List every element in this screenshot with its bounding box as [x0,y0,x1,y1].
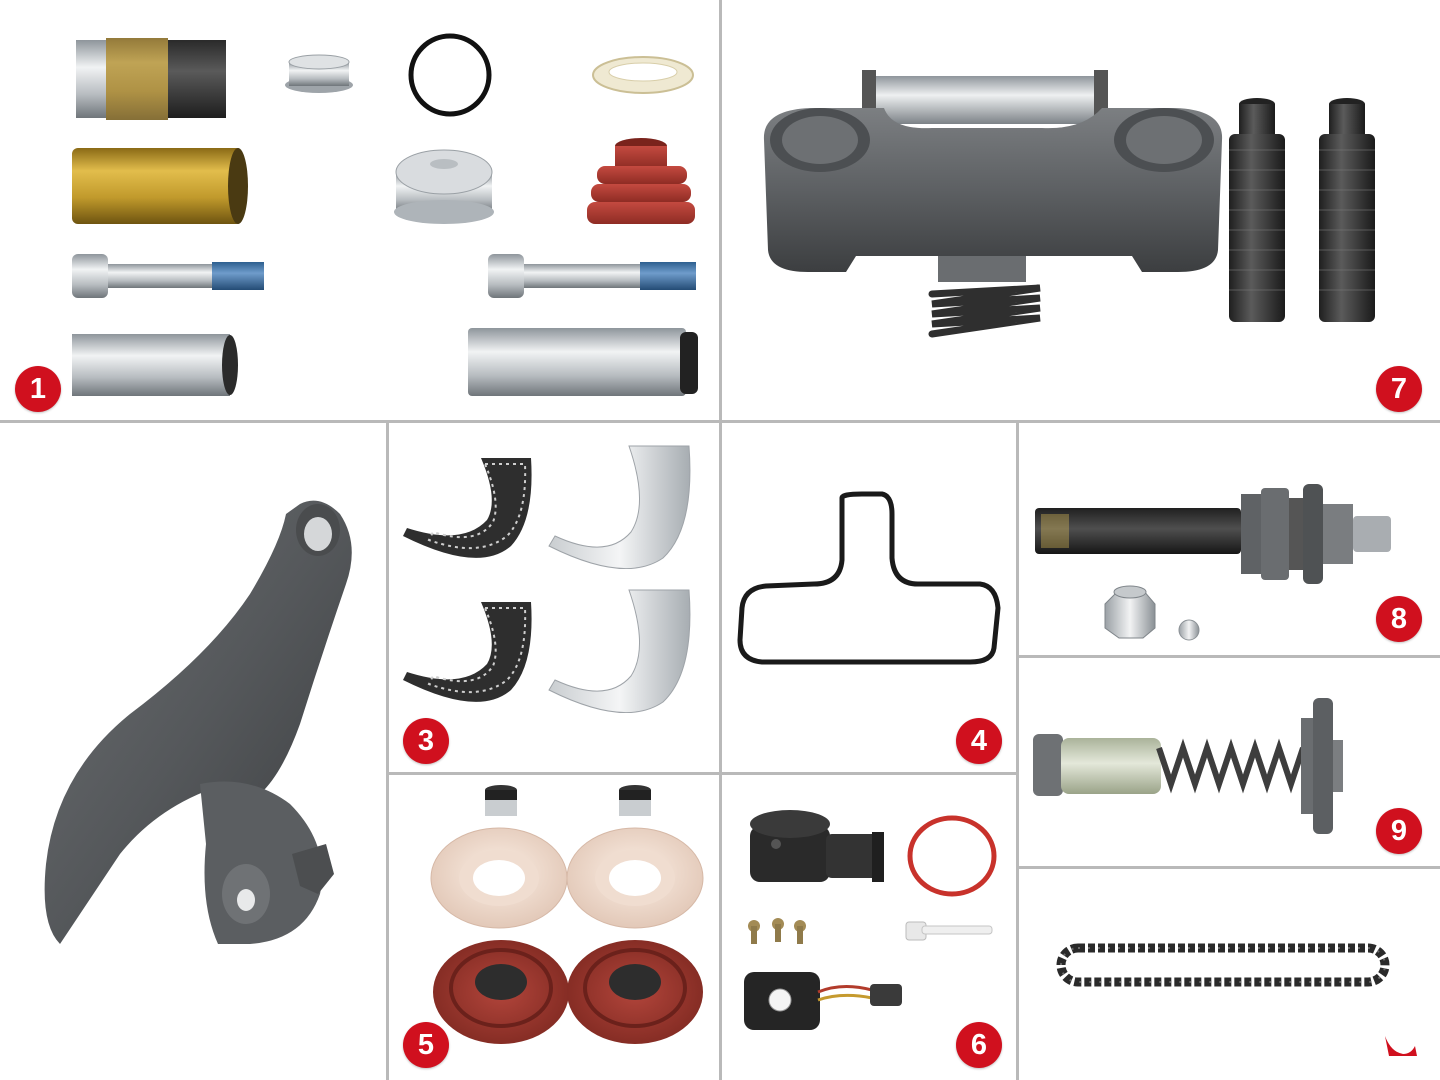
panel-badge: 4 [956,718,1002,764]
bearing-shell-icon [548,445,691,714]
guide-bolt-icon [72,254,696,298]
panel-kit-7[interactable]: 7 [722,0,1440,420]
guide-pin-icon [72,328,698,396]
panel-9-art [1033,698,1343,834]
panel-badge: 9 [1376,808,1422,854]
divider [1016,420,1019,1080]
divider [719,0,722,1080]
corner-mark-icon [1385,1036,1417,1056]
o-ring-icon [408,33,492,117]
needle-bearing-icon [403,458,532,702]
steel-ball-icon [1178,619,1200,641]
rubber-boot-icon [587,138,695,224]
panel-5-art [430,785,704,1044]
divider [386,420,389,1080]
panel-kit-8[interactable]: 8 [1019,424,1440,654]
adjuster-shaft-icon [1035,484,1391,584]
seal-ring-icon [907,815,997,897]
thrust-washer-icon [430,827,704,929]
sealing-cap-icon [285,54,353,93]
panel-kit-6[interactable]: 6 [722,776,1016,1080]
panel-6-art [744,810,997,1030]
panel-kit-9[interactable]: 9 [1019,658,1440,866]
panel-kit-3[interactable]: 3 [389,424,719,772]
panel-4-art [737,491,1001,665]
panel-2-art [44,500,352,944]
threaded-tappet-icon [1229,98,1375,322]
wear-sensor-icon [750,810,884,882]
panel-kit-10[interactable] [1019,870,1440,1080]
panel-10-art [1056,943,1417,1056]
panel-7-art [763,70,1375,338]
panel-badge: 7 [1376,366,1422,412]
bushing-icon [76,38,226,120]
ptfe-ring-icon [592,56,694,94]
screw-icon [748,918,806,944]
panel-kit-2[interactable] [0,424,386,1080]
divider [1016,655,1440,658]
sensor-connector-icon [744,972,902,1030]
divider [386,772,1016,775]
panel-kit-1[interactable]: 1 [0,0,718,420]
panel-badge: 8 [1376,596,1422,642]
small-bushing-icon [485,785,651,816]
panel-badge: 5 [403,1022,449,1068]
tappet-boot-icon [433,940,703,1044]
panel-badge: 3 [403,718,449,764]
divider [1016,866,1440,869]
hex-nut-icon [1104,585,1156,639]
panel-1-art [72,33,698,396]
return-spring-icon [928,284,1041,338]
panel-badge: 6 [956,1022,1002,1068]
divider [0,420,1440,423]
panel-8-art [1035,484,1391,641]
panel-badge: 1 [15,366,61,412]
bridge-housing-icon [763,70,1223,282]
adjuster-spring-icon [1033,698,1343,834]
steel-cap-icon [394,149,494,224]
timing-chain-icon [1056,943,1390,987]
brass-sleeve-icon [72,148,248,224]
housing-gasket-icon [737,491,1001,665]
panel-kit-5[interactable]: 5 [389,776,719,1080]
panel-3-art [403,445,691,714]
brake-lever-icon [44,500,352,944]
pin-icon [905,921,993,941]
panel-kit-4[interactable]: 4 [722,424,1016,772]
